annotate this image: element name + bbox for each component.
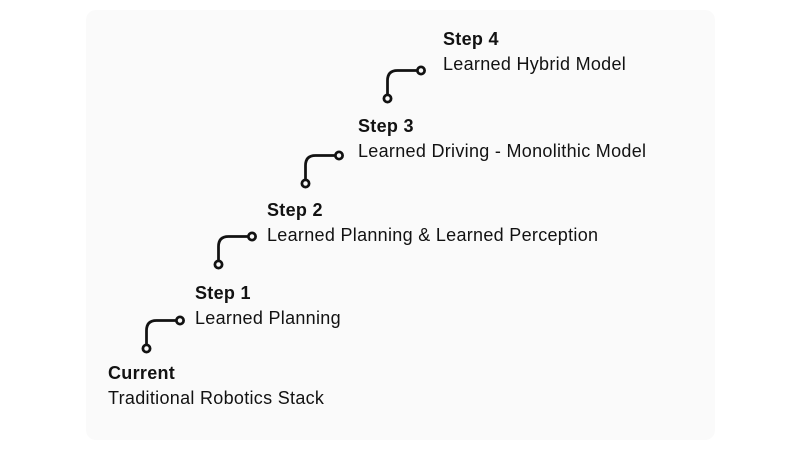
connector-start-dot [213,259,224,270]
connector-end-dot [334,150,344,161]
connector-arc [304,154,336,180]
step-3-label: Step 3 [358,116,414,136]
connector-end-dot [416,65,426,76]
step-2-label: Step 2 [267,200,323,220]
step-1-description: Learned Planning [195,308,341,328]
step-current-label: Current [108,363,176,383]
connector-arc [386,69,418,95]
step-current: Current Traditional Robotics Stack [108,361,324,411]
step-3-description: Learned Driving - Monolithic Model [358,141,647,161]
step-current-description: Traditional Robotics Stack [108,388,325,408]
elbow-connector-icon [213,231,257,270]
elbow-connector-icon [141,315,185,354]
step-1-label: Step 1 [195,283,251,303]
elbow-connector-icon [382,65,426,104]
connector-arc [217,235,249,261]
connector-start-dot [141,343,152,354]
connector-arc [145,319,177,345]
connector-start-dot [382,93,393,104]
connector-end-dot [247,231,257,242]
step-3: Step 3 Learned Driving - Monolithic Mode… [358,114,646,164]
step-2-description: Learned Planning & Learned Perception [267,225,599,245]
step-2: Step 2 Learned Planning & Learned Percep… [267,198,598,248]
step-4-label: Step 4 [443,29,499,49]
elbow-connector-icon [300,150,344,189]
diagram-panel [86,10,715,440]
connector-start-dot [300,178,311,189]
step-1: Step 1 Learned Planning [195,281,341,331]
step-4-description: Learned Hybrid Model [443,54,627,74]
step-4: Step 4 Learned Hybrid Model [443,27,626,77]
connector-end-dot [175,315,185,326]
